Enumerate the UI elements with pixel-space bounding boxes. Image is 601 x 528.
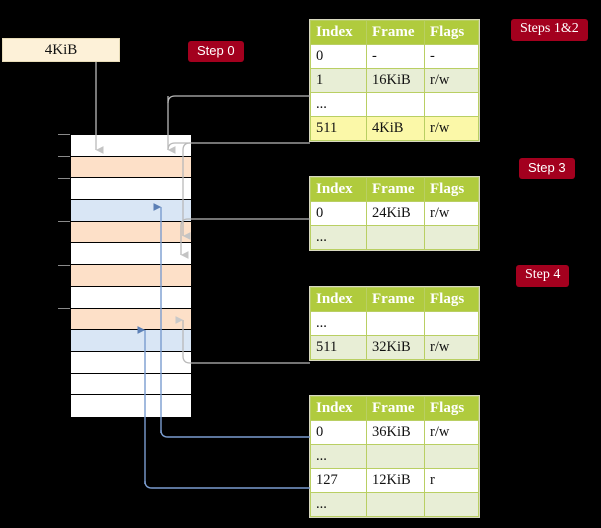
memory-frame-row <box>71 221 191 244</box>
table-cell-index: ... <box>310 311 367 336</box>
mem-tick <box>58 221 70 222</box>
table-header-flags: Flags <box>424 20 479 45</box>
table-cell-flags: r/w <box>424 335 479 360</box>
memory-frame-row <box>71 351 191 374</box>
memory-frame-row <box>71 373 191 396</box>
table-cell-frame: 36KiB <box>366 420 425 445</box>
table-cell-index: ... <box>310 225 367 250</box>
table-cell-index: 511 <box>310 116 367 141</box>
memory-frame-row <box>71 200 191 222</box>
source-frame-label: 4KiB <box>44 41 78 58</box>
table-header-index: Index <box>310 20 367 45</box>
table-cell-index: 511 <box>310 335 367 360</box>
table-cell-flags <box>424 225 479 250</box>
table-cell-flags: r <box>424 468 479 493</box>
table-header-frame: Frame <box>366 396 425 421</box>
table-cell-frame: 4KiB <box>366 116 425 141</box>
table-cell-index: ... <box>310 492 367 517</box>
table-cell-frame <box>366 225 425 250</box>
memory-frame-row <box>71 286 191 309</box>
table-cell-flags <box>424 92 479 117</box>
table-cell-index: ... <box>310 444 367 469</box>
table-cell-index: 127 <box>310 468 367 493</box>
table-row: ... <box>310 225 479 250</box>
table-cell-index: 0 <box>310 420 367 445</box>
table-header-flags: Flags <box>424 287 479 312</box>
memory-frame-row <box>71 243 191 266</box>
table-cell-frame <box>366 92 425 117</box>
badge-steps-1-2: Steps 1&2 <box>511 19 588 41</box>
badge-step-0-label: Step 0 <box>197 43 235 58</box>
table-cell-frame: - <box>366 44 425 69</box>
badge-step-4: Step 4 <box>516 265 570 287</box>
badge-step-4-label: Step 4 <box>525 267 561 282</box>
mem-tick <box>58 178 70 179</box>
table-cell-frame <box>366 311 425 336</box>
table-cell-flags <box>424 311 479 336</box>
table-cell-flags: r/w <box>424 420 479 445</box>
badge-step-0: Step 0 <box>188 41 244 62</box>
physical-memory-column <box>70 134 191 417</box>
badge-step-3-label: Step 3 <box>528 160 566 175</box>
table-cell-frame <box>366 492 425 517</box>
table-cell-index: ... <box>310 92 367 117</box>
mem-tick <box>58 134 70 135</box>
badge-step-3: Step 3 <box>519 158 575 179</box>
table-cell-flags: r/w <box>424 201 479 226</box>
memory-frame-row <box>71 308 191 331</box>
table-cell-frame: 12KiB <box>366 468 425 493</box>
table-header-frame: Frame <box>366 20 425 45</box>
table-cell-flags: - <box>424 44 479 69</box>
table-header-frame: Frame <box>366 177 425 202</box>
table-header-flags: Flags <box>424 396 479 421</box>
memory-frame-row <box>71 330 191 352</box>
table-header-flags: Flags <box>424 177 479 202</box>
table-cell-index: 0 <box>310 44 367 69</box>
badge-steps-1-2-label: Steps 1&2 <box>520 21 579 36</box>
source-frame-box: 4KiB <box>2 38 120 62</box>
mem-tick <box>58 308 70 309</box>
mem-tick <box>58 156 70 157</box>
table-row: 0-- <box>310 44 479 69</box>
memory-frame-row <box>71 265 191 287</box>
memory-frame-row <box>71 178 191 201</box>
table-header-index: Index <box>310 396 367 421</box>
table-header-index: Index <box>310 287 367 312</box>
memory-frame-row <box>71 156 191 179</box>
table-cell-flags <box>424 444 479 469</box>
table-header-index: Index <box>310 177 367 202</box>
table-cell-flags: r/w <box>424 116 479 141</box>
table-cell-frame <box>366 444 425 469</box>
table-header-frame: Frame <box>366 287 425 312</box>
table-cell-flags <box>424 492 479 517</box>
table-cell-flags: r/w <box>424 68 479 93</box>
memory-frame-row <box>71 395 191 417</box>
memory-frame-row <box>71 135 191 157</box>
table-cell-frame: 16KiB <box>366 68 425 93</box>
table-row: ... <box>310 444 479 469</box>
table-cell-index: 1 <box>310 68 367 93</box>
mem-tick <box>58 265 70 266</box>
table-cell-frame: 24KiB <box>366 201 425 226</box>
table-row: ... <box>310 492 479 517</box>
table-cell-frame: 32KiB <box>366 335 425 360</box>
table-row: ... <box>310 311 479 336</box>
table-row: ... <box>310 92 479 117</box>
table-cell-index: 0 <box>310 201 367 226</box>
